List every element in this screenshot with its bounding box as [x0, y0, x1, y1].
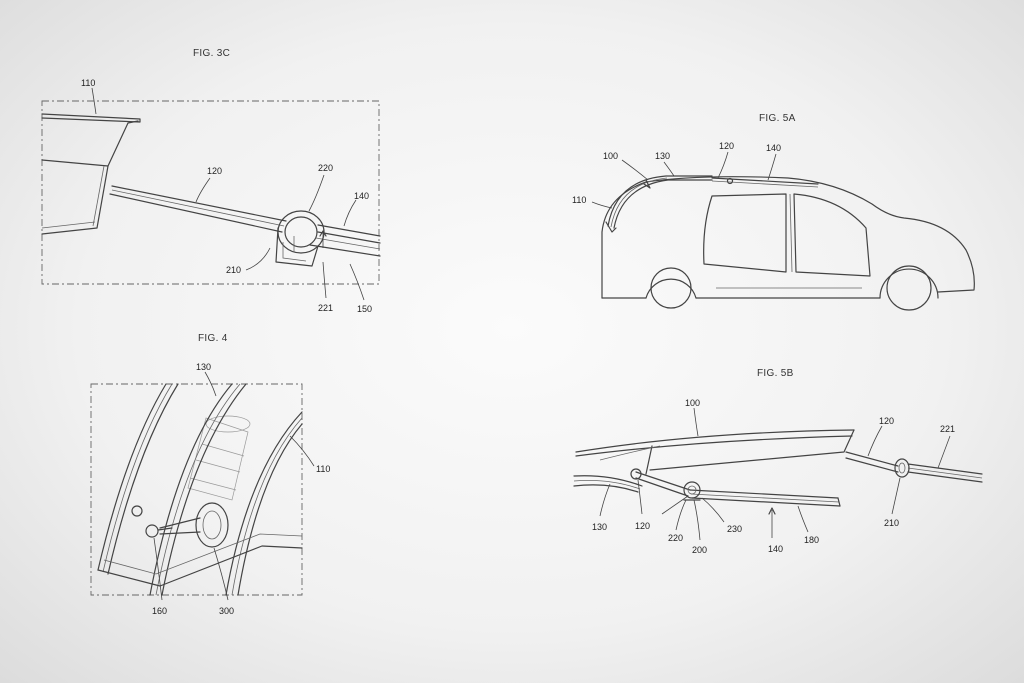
pillar-130	[97, 383, 247, 596]
ref-120-fig5a: 120	[719, 141, 734, 151]
ref-130-fig5b: 130	[592, 522, 607, 532]
figure-4: FIG. 4	[90, 333, 330, 616]
ref-120-fig5b: 120	[879, 416, 894, 426]
figure-4-frame	[90, 383, 303, 596]
slider-200	[661, 481, 701, 515]
ref-140: 140	[354, 191, 369, 201]
ref-110: 110	[81, 78, 95, 88]
ref-220: 220	[318, 163, 333, 173]
leader-130-fig5b	[599, 483, 611, 517]
car-body	[601, 176, 975, 311]
pillar-130-fig5b	[573, 475, 643, 493]
rail-140-150	[309, 224, 381, 257]
leader-220-fig5b	[675, 499, 687, 531]
leader-210-fig5b	[891, 477, 901, 515]
leader-120-fig5a	[717, 151, 729, 179]
leader-110-fig4	[289, 435, 315, 467]
ref-210: 210	[226, 265, 241, 275]
leader-140-fig5a	[767, 153, 777, 181]
ref-130: 130	[196, 362, 211, 372]
figure-5a: FIG. 5A	[572, 113, 975, 311]
frame-110	[97, 411, 303, 596]
figure-3c-frame	[41, 100, 380, 285]
cable-221	[894, 458, 983, 483]
front-wheel	[886, 265, 932, 311]
figure-4-title: FIG. 4	[198, 333, 228, 344]
leader-120-fig5b	[867, 425, 883, 457]
ref-220-fig5b: 220	[668, 533, 683, 543]
ref-160: 160	[152, 606, 167, 616]
leader-130-fig5a	[663, 161, 675, 177]
roof-panel-100	[575, 429, 855, 475]
arrow-100-fig5a	[643, 179, 651, 189]
leader-180-fig5b	[797, 505, 809, 533]
roof-panel-110	[41, 113, 141, 235]
arrow-140-fig5b	[768, 507, 776, 515]
leader-120	[195, 177, 211, 203]
figure-5b: FIG. 5B	[573, 368, 983, 555]
ref-140-fig5b: 140	[768, 544, 783, 554]
ref-221: 221	[318, 303, 333, 313]
leader-110	[91, 87, 97, 115]
front-wheel-arch	[879, 268, 939, 299]
leader-110-fig5a	[591, 201, 613, 209]
leader-120b-fig5b	[637, 479, 643, 515]
ref-110-fig4: 110	[316, 464, 330, 474]
ref-140-fig5a: 140	[766, 143, 781, 153]
leader-220	[308, 174, 325, 212]
ref-230-fig5b: 230	[727, 524, 742, 534]
rail-140-fig5a	[711, 177, 819, 188]
leader-150	[349, 263, 365, 301]
rear-wheel-arch	[645, 278, 697, 299]
motor-housing	[187, 415, 251, 501]
rod-120	[109, 185, 287, 233]
leader-200-fig5b	[693, 499, 701, 541]
leader-160	[153, 537, 163, 601]
ref-110-fig5a: 110	[572, 195, 586, 205]
leader-300	[213, 547, 229, 601]
ref-120: 120	[207, 166, 222, 176]
ref-210-fig5b: 210	[884, 518, 899, 528]
figure-3c-title: FIG. 3C	[193, 48, 230, 59]
ref-150: 150	[357, 304, 372, 314]
ref-130-fig5a: 130	[655, 151, 670, 161]
leader-221-fig5b	[937, 435, 951, 469]
rear-window	[703, 193, 787, 273]
leader-100-fig5a	[621, 159, 649, 181]
leader-140	[343, 199, 357, 227]
rail-140-180	[689, 489, 841, 507]
front-window	[793, 193, 871, 277]
ref-120b-fig5b: 120	[635, 521, 650, 531]
rear-wheel	[650, 267, 692, 309]
arrow-221-head	[319, 230, 327, 237]
figure-3c: FIG. 3C	[41, 48, 381, 314]
pin-160	[131, 505, 173, 538]
pulley-300	[159, 502, 229, 548]
leader-210	[245, 247, 271, 271]
figure-5a-title: FIG. 5A	[759, 113, 796, 124]
roof-curtain-130	[605, 175, 713, 233]
ref-100-fig5a: 100	[603, 151, 618, 161]
ref-100-fig5b: 100	[685, 398, 700, 408]
ref-180-fig5b: 180	[804, 535, 819, 545]
ref-221-fig5b: 221	[940, 424, 955, 434]
ref-300: 300	[219, 606, 234, 616]
leader-130	[204, 371, 217, 397]
rod-120-fig5b	[630, 451, 899, 497]
ref-200-fig5b: 200	[692, 545, 707, 555]
figure-5b-title: FIG. 5B	[757, 368, 794, 379]
leader-221	[322, 261, 327, 299]
leader-100-fig5b	[693, 407, 699, 437]
leader-230-fig5b	[701, 497, 725, 523]
